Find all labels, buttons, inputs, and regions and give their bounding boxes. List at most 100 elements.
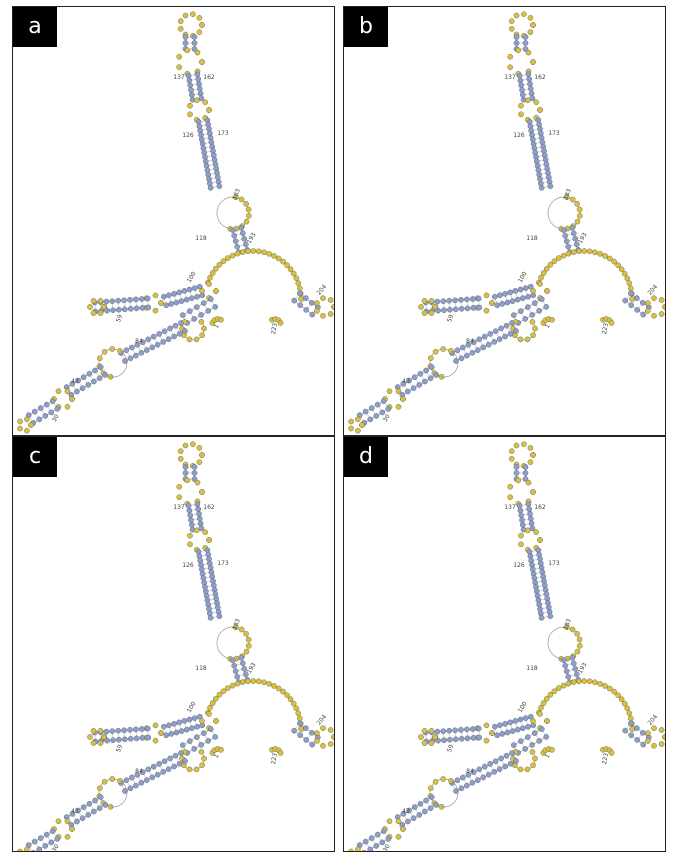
nucleotide xyxy=(432,778,439,785)
nucleotide xyxy=(565,673,571,680)
position-number: 223 xyxy=(270,752,279,765)
nucleotide xyxy=(205,308,211,314)
nucleotide xyxy=(143,777,150,783)
nucleotide xyxy=(49,398,56,404)
nucleotide xyxy=(627,720,634,727)
nucleotide xyxy=(134,771,141,778)
nucleotide xyxy=(297,302,304,309)
nucleotide xyxy=(182,464,189,470)
nucleotide xyxy=(314,300,320,306)
nucleotide xyxy=(474,347,481,353)
nucleotide xyxy=(565,243,571,250)
nucleotide xyxy=(570,249,577,255)
nucleotide xyxy=(530,489,536,495)
nucleotide xyxy=(496,336,503,343)
nucleotide xyxy=(327,741,334,747)
nucleotide xyxy=(37,835,44,841)
nucleotide xyxy=(517,77,524,84)
nucleotide xyxy=(525,479,532,486)
nucleotide xyxy=(581,678,588,684)
nucleotide xyxy=(190,11,196,17)
nucleotide xyxy=(537,537,543,543)
nucleotide xyxy=(156,761,162,767)
nucleotide xyxy=(428,364,435,370)
nucleotide xyxy=(538,704,544,711)
nucleotide xyxy=(565,250,572,257)
nucleotide xyxy=(497,292,503,299)
nucleotide xyxy=(194,501,201,508)
nucleotide xyxy=(224,685,231,691)
nucleotide xyxy=(173,299,180,306)
nucleotide xyxy=(127,305,134,312)
nucleotide xyxy=(597,250,603,257)
nucleotide xyxy=(102,802,109,808)
nucleotide xyxy=(538,274,544,281)
position-number: 162 xyxy=(534,74,546,81)
nucleotide xyxy=(570,660,577,667)
nucleotide xyxy=(196,459,203,465)
nucleotide xyxy=(525,293,531,300)
nucleotide xyxy=(608,750,615,756)
nucleotide xyxy=(69,826,75,832)
nucleotide xyxy=(195,76,201,82)
position-number: 204 xyxy=(646,713,659,726)
nucleotide xyxy=(309,741,316,748)
nucleotide xyxy=(551,258,558,264)
nucleotide xyxy=(139,296,145,302)
nucleotide xyxy=(314,308,320,314)
nucleotide xyxy=(177,18,184,25)
nucleotide xyxy=(576,678,582,685)
nucleotide xyxy=(199,332,205,339)
nucleotide xyxy=(280,688,286,695)
nucleotide xyxy=(102,372,109,378)
nucleotide xyxy=(181,718,188,724)
nucleotide xyxy=(518,111,524,118)
position-number: 1 xyxy=(544,323,552,330)
position-number: 137 xyxy=(504,504,516,511)
nucleotide xyxy=(17,418,23,425)
nucleotide xyxy=(229,657,236,663)
position-number: 84 xyxy=(135,768,143,775)
nucleotide xyxy=(17,425,23,432)
nucleotide xyxy=(537,711,543,717)
nucleotide xyxy=(602,253,608,259)
nucleotide xyxy=(471,339,477,345)
nucleotide xyxy=(327,727,334,733)
nucleotide xyxy=(101,734,107,740)
nucleotide xyxy=(193,336,200,343)
nucleotide xyxy=(271,253,277,259)
nucleotide xyxy=(173,729,180,736)
nucleotide xyxy=(69,396,75,402)
nucleotide xyxy=(104,737,110,744)
nucleotide xyxy=(499,301,506,307)
nucleotide xyxy=(314,730,320,736)
nucleotide xyxy=(101,778,108,785)
nucleotide xyxy=(507,760,514,767)
nucleotide xyxy=(525,71,532,78)
nucleotide xyxy=(198,749,205,755)
nucleotide xyxy=(42,843,49,849)
nucleotide xyxy=(428,355,434,362)
nucleotide xyxy=(193,766,200,773)
nucleotide xyxy=(538,614,545,621)
nucleotide xyxy=(140,339,146,345)
nucleotide xyxy=(428,298,435,304)
nucleotide xyxy=(31,838,38,845)
nucleotide xyxy=(645,308,651,314)
nucleotide xyxy=(597,680,603,687)
nucleotide xyxy=(287,696,294,703)
nucleotide xyxy=(207,614,214,621)
nucleotide xyxy=(241,235,248,242)
nucleotide xyxy=(176,719,182,726)
nucleotide xyxy=(434,728,441,735)
nucleotide xyxy=(560,682,567,689)
nucleotide xyxy=(518,532,524,539)
nucleotide xyxy=(197,90,204,97)
nucleotide xyxy=(373,413,380,419)
nucleotide xyxy=(517,286,524,293)
nucleotide xyxy=(168,731,175,737)
nucleotide xyxy=(234,673,240,680)
